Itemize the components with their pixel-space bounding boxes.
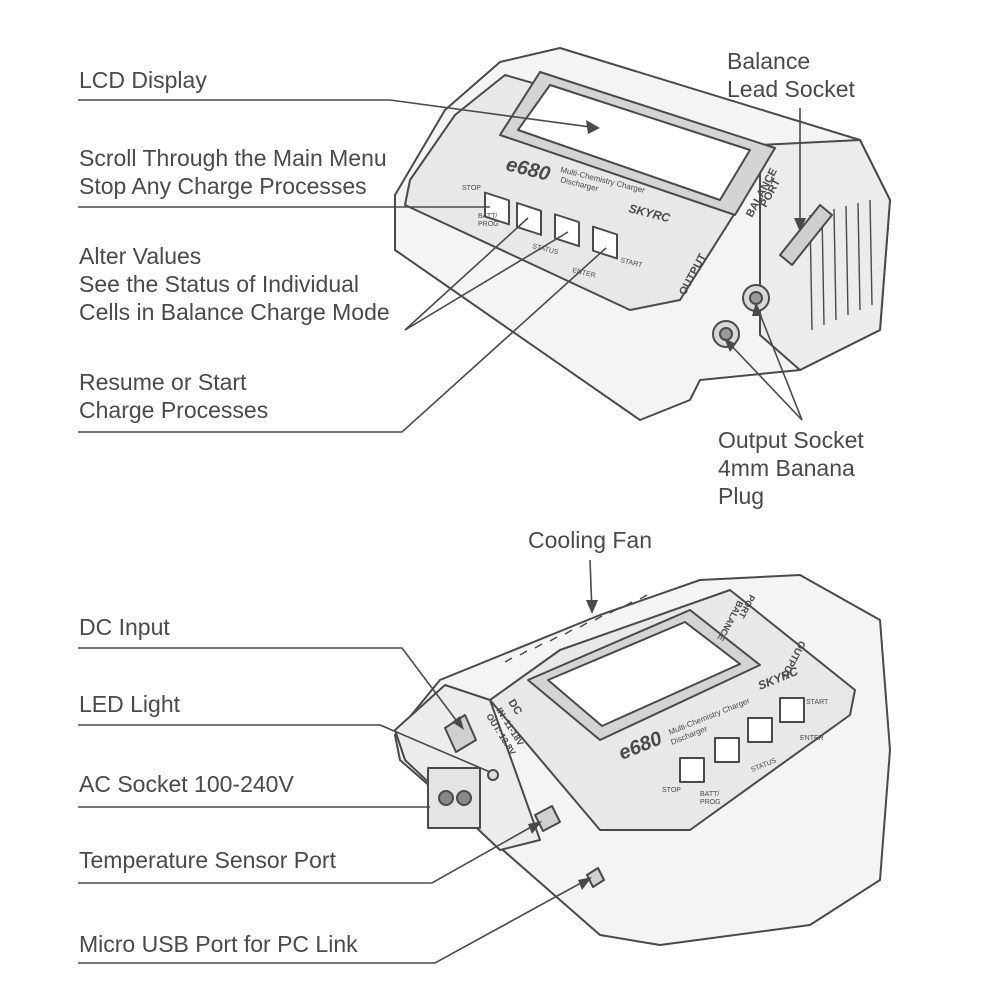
label-output-line-1: Output Socket — [718, 427, 864, 453]
label-led-light-text: LED Light — [79, 691, 181, 717]
top-lcd-screen — [517, 84, 751, 201]
label-output-line-2: 4mm Banana — [718, 455, 855, 481]
top-btn-enter[interactable] — [592, 225, 618, 260]
label-cooling-fan: Cooling Fan — [528, 526, 652, 554]
label-lcd-display-text: LCD Display — [79, 67, 207, 93]
label-scroll-line-1: Scroll Through the Main Menu — [79, 145, 387, 171]
bottom-arrowheads — [452, 600, 598, 890]
leader-led-light — [78, 724, 491, 773]
label-dc-input-text: DC Input — [79, 614, 170, 640]
label-micro-usb-text: Micro USB Port for PC Link — [79, 931, 358, 957]
arrow-lcd — [586, 120, 600, 134]
leader-micro-usb — [78, 877, 591, 964]
label-output-socket: Output Socket 4mm Banana Plug — [718, 426, 864, 510]
bottom-btn-batt-label: BATT/ — [700, 791, 719, 798]
top-btn-stop-label: STOP — [462, 185, 481, 192]
bottom-micro-usb-port[interactable] — [586, 867, 605, 888]
leader-resume — [78, 247, 607, 433]
top-btn-minus[interactable] — [516, 201, 542, 236]
top-balance-port[interactable] — [779, 204, 833, 266]
label-lcd-display: LCD Display — [79, 66, 207, 94]
bottom-cooling-vent — [504, 594, 648, 663]
bottom-btn-enter-label: ENTER — [800, 735, 824, 742]
bottom-btn-prog-label: PROG — [700, 799, 721, 806]
bottom-btn-plus[interactable] — [747, 717, 773, 743]
bottom-temp-sensor-port[interactable] — [534, 805, 561, 832]
arrow-temp-sensor — [528, 821, 542, 834]
leader-temp-sensor — [78, 821, 541, 884]
bottom-btn-stop[interactable] — [679, 757, 705, 783]
label-alter-line-2: See the Status of Individual — [79, 271, 360, 297]
bottom-ac-socket-pin-b — [456, 790, 472, 806]
leader-output-a — [725, 339, 803, 421]
bottom-btn-stop-label: STOP — [662, 787, 681, 794]
bottom-lcd-screen — [547, 621, 741, 727]
label-scroll-stop: Scroll Through the Main Menu Stop Any Ch… — [79, 144, 387, 200]
label-resume-line-1: Resume or Start — [79, 369, 247, 395]
bottom-control-panel — [489, 589, 856, 831]
label-balance-socket: Balance Lead Socket — [727, 47, 855, 103]
leader-dc-input — [78, 647, 463, 729]
label-temp-sensor: Temperature Sensor Port — [79, 846, 336, 874]
leader-output-b — [755, 303, 803, 421]
top-leader-lines — [78, 99, 803, 433]
label-dc-input: DC Input — [79, 613, 170, 641]
bottom-btn-enter[interactable] — [779, 697, 805, 723]
label-balance-line-1: Balance — [727, 48, 811, 74]
top-btn-batt-label: BATT/ — [478, 213, 497, 220]
leader-alter-b — [404, 231, 569, 331]
bottom-btn-start-label: START — [806, 699, 829, 706]
top-btn-prog-label: PROG — [478, 221, 499, 228]
label-micro-usb: Micro USB Port for PC Link — [79, 930, 358, 958]
label-resume-start: Resume or Start Charge Processes — [79, 368, 268, 424]
label-scroll-line-2: Stop Any Charge Processes — [79, 173, 367, 199]
top-arrowheads — [586, 120, 806, 352]
label-alter-line-3: Cells in Balance Charge Mode — [79, 299, 390, 325]
label-resume-line-2: Charge Processes — [79, 397, 269, 423]
label-ac-socket-text: AC Socket 100-240V — [79, 771, 294, 797]
bottom-charger — [394, 574, 891, 946]
top-output-socket-left-inner — [719, 327, 733, 341]
leader-alter-a — [404, 217, 529, 331]
label-led-light: LED Light — [79, 690, 180, 718]
bottom-btn-minus[interactable] — [714, 737, 740, 763]
top-charger-side-block — [759, 139, 891, 371]
label-cooling-fan-text: Cooling Fan — [528, 527, 653, 553]
leader-lcd — [78, 99, 599, 129]
bottom-led-light — [487, 769, 499, 781]
label-alter-line-1: Alter Values — [79, 243, 202, 269]
arrow-output-b — [752, 302, 762, 316]
label-alter-values: Alter Values See the Status of Individua… — [79, 242, 390, 326]
label-output-line-3: Plug — [718, 483, 765, 509]
label-temp-sensor-text: Temperature Sensor Port — [79, 847, 336, 873]
bottom-leader-lines — [78, 559, 593, 964]
top-charger — [394, 47, 891, 421]
arrow-micro-usb — [578, 877, 592, 890]
top-btn-stop[interactable] — [484, 191, 510, 226]
label-balance-line-2: Lead Socket — [727, 76, 855, 102]
label-ac-socket: AC Socket 100-240V — [79, 770, 294, 798]
arrow-dc-input — [452, 716, 464, 730]
arrow-balance — [794, 218, 806, 232]
arrow-cooling-fan — [586, 600, 598, 614]
top-btn-plus[interactable] — [554, 213, 580, 248]
arrow-output-a — [724, 338, 736, 352]
bottom-ac-socket-pin-a — [438, 790, 454, 806]
